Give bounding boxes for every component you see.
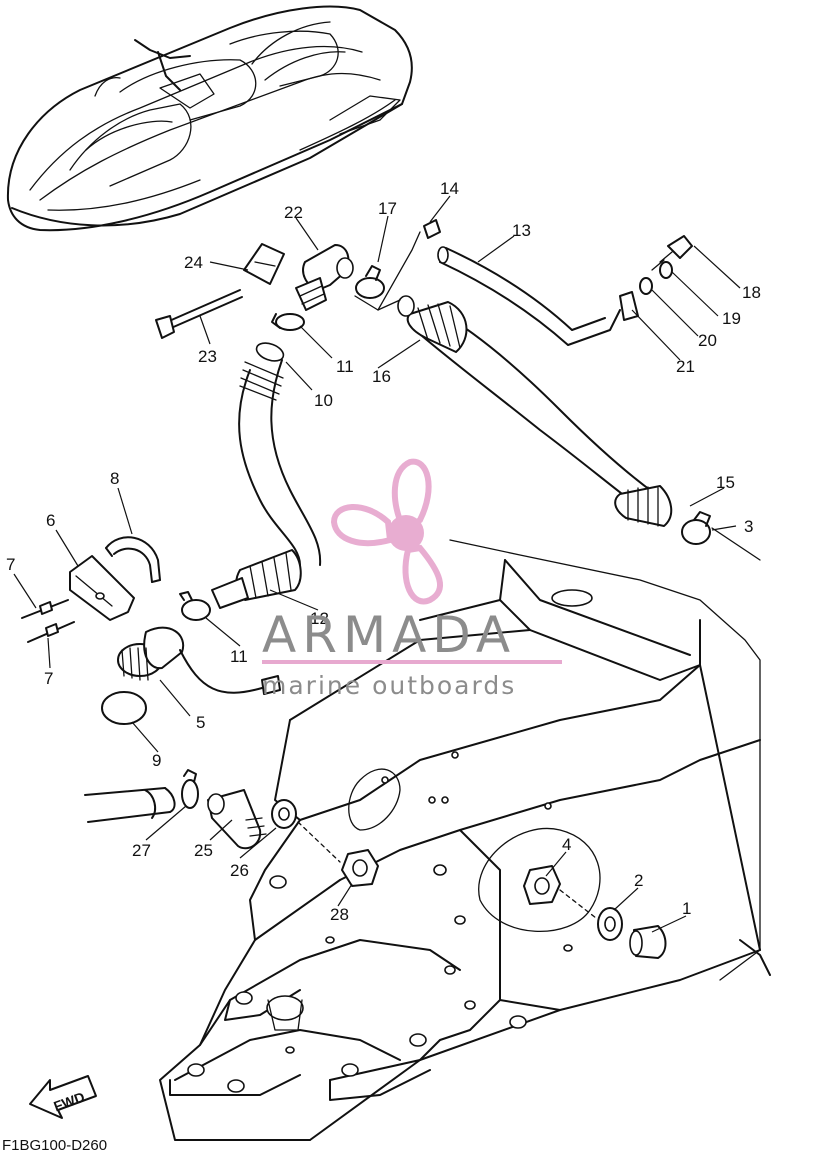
clamp-3 (681, 511, 761, 561)
callout-11-lower: 11 (230, 647, 248, 666)
clamp-17 (355, 265, 385, 299)
callout-7-lower: 7 (44, 669, 53, 688)
callout-4: 4 (562, 835, 571, 854)
bracket-6 (69, 555, 135, 621)
callout-8: 8 (110, 469, 119, 488)
callout-9: 9 (152, 751, 161, 770)
hoses (84, 246, 673, 823)
callout-5: 5 (196, 713, 205, 732)
nut-28 (341, 849, 379, 887)
band-8 (105, 536, 161, 583)
callout-1: 1 (682, 899, 691, 918)
pump-5 (117, 626, 281, 695)
callout-27: 27 (132, 841, 151, 860)
callout-28: 28 (330, 905, 349, 924)
fitting-25 (207, 789, 267, 850)
callout-15: 15 (716, 473, 735, 492)
watermark-divider (262, 660, 562, 664)
clamp-21 (619, 291, 639, 321)
callout-24: 24 (184, 253, 203, 272)
clamp-27 (181, 769, 199, 809)
callout-16: 16 (372, 367, 391, 386)
callout-22: 22 (284, 203, 303, 222)
propeller-logo-icon (330, 458, 443, 605)
watermark-brand: ARMADA (262, 606, 516, 664)
hull-structure (159, 539, 771, 1141)
clamp-11-upper (271, 313, 305, 331)
callout-17: 17 (378, 199, 397, 218)
elbow-fitting-22 (295, 244, 354, 311)
washer-20 (639, 277, 653, 295)
hose-10-ribs (239, 342, 285, 401)
nut-4 (523, 865, 561, 905)
callout-23: 23 (198, 347, 217, 366)
screw-7-upper (21, 599, 69, 619)
callout-6: 6 (46, 511, 55, 530)
screw-7-lower (27, 621, 75, 643)
callout-25: 25 (194, 841, 213, 860)
callout-7-upper: 7 (6, 555, 15, 574)
callout-19: 19 (722, 309, 741, 328)
clamp-11-lower (179, 591, 211, 621)
bolt-18 (651, 235, 693, 271)
callout-11-upper: 11 (336, 357, 354, 376)
hose-15-ribs (614, 485, 673, 527)
cover-9 (101, 691, 147, 725)
callout-26: 26 (230, 861, 249, 880)
hose-16-ribs (397, 295, 468, 353)
washer-19 (659, 261, 673, 279)
callout-12: 12 (310, 609, 329, 628)
holder-24 (243, 243, 285, 285)
callout-14: 14 (440, 179, 459, 198)
callout-21: 21 (676, 357, 695, 376)
callout-3: 3 (744, 517, 753, 536)
callout-20: 20 (698, 331, 717, 350)
hose-12-ribs (211, 549, 302, 609)
fitting-1 (629, 925, 667, 959)
callout-labels: 1 2 3 4 5 6 7 7 8 9 10 11 11 12 13 14 15… (6, 179, 761, 924)
diagram-code: F1BG100-D260 (2, 1137, 107, 1154)
washer-26 (271, 799, 297, 829)
parts (21, 219, 761, 959)
clamp-14 (354, 219, 441, 311)
fwd-arrow-icon: FWD (29, 1075, 97, 1119)
callout-leaders (13, 195, 741, 933)
watercraft-illustration (6, 5, 413, 232)
cable-tie-23 (155, 289, 243, 339)
watermark-tagline: marine outboards (262, 671, 516, 700)
callout-18: 18 (742, 283, 761, 302)
callout-2: 2 (634, 871, 643, 890)
callout-13: 13 (512, 221, 531, 240)
callout-10: 10 (314, 391, 333, 410)
washer-2 (597, 907, 623, 941)
watermark: ARMADA marine outboards (262, 458, 562, 700)
